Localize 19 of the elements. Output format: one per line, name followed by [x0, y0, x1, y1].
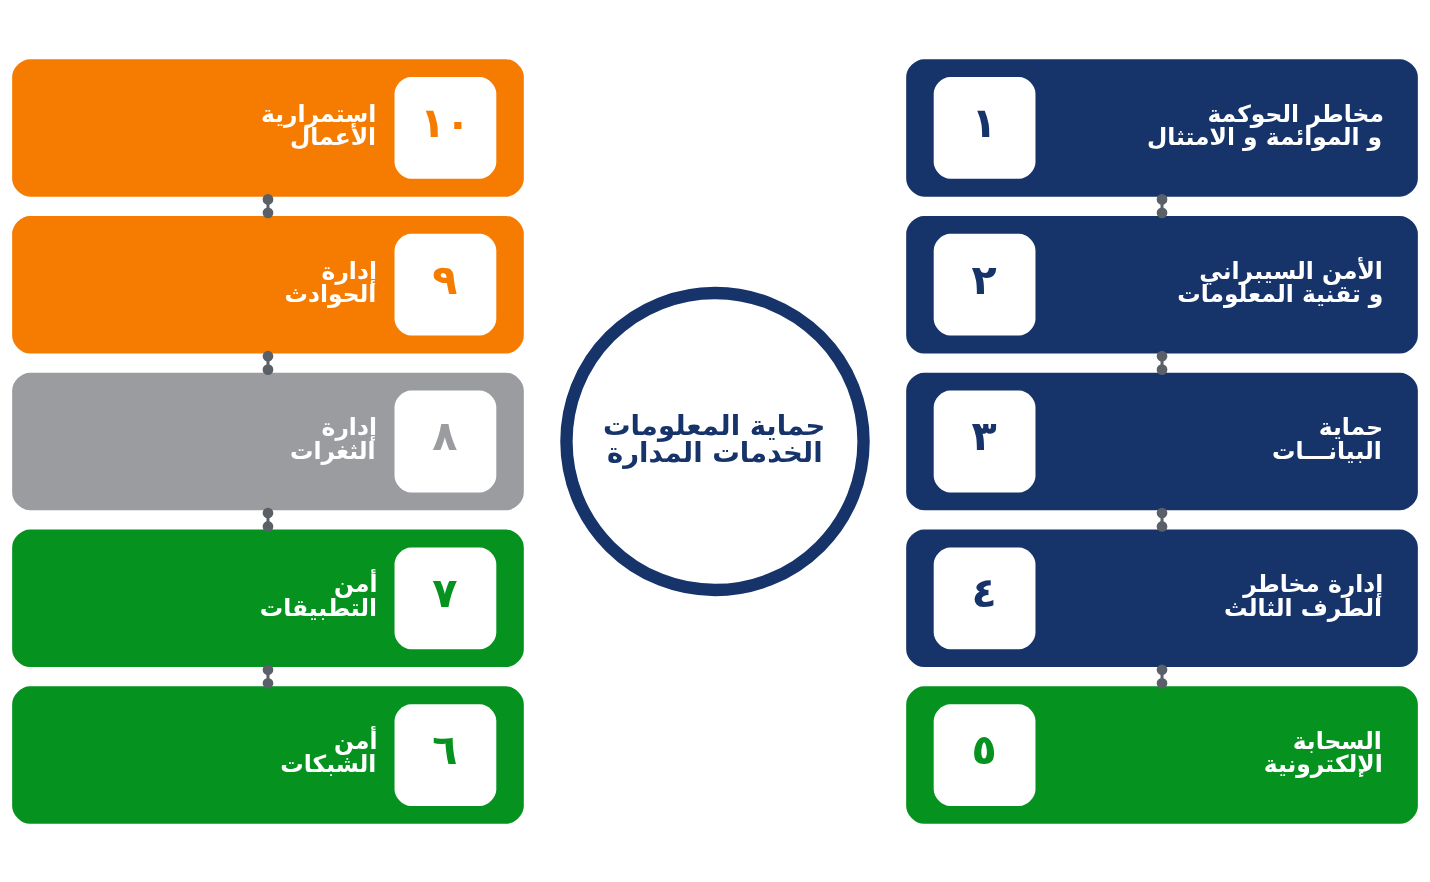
node-box: إدارة الحوادث ٩ [12, 215, 524, 353]
node-box: استمرارية الأعمال ١٠ [12, 58, 524, 197]
connector [1156, 193, 1168, 218]
node-box: ١ مخاطر الحوكمة و الموائمة و الامتثال [906, 58, 1418, 197]
node-box: ٣ حماية البيانـــات [906, 372, 1418, 510]
connector [1156, 507, 1168, 532]
connector [1156, 350, 1168, 375]
node-box: ٤ إدارة مخاطر الطرف الثالث [906, 529, 1418, 667]
node-box: إدارة الثغرات ٨ [12, 372, 524, 510]
node-box: أمن التطبيقات ٧ [12, 529, 524, 667]
node-circle: حماية المعلومات الخدمات المدارة [560, 286, 870, 596]
connector [1156, 663, 1168, 689]
connector [262, 193, 274, 218]
connector [262, 663, 274, 689]
node-box: أمن الشبكات ٦ [12, 685, 524, 824]
connector [262, 350, 274, 375]
node-box: ٥ السحابة الإلكترونية [906, 685, 1418, 824]
node-box: ٢ الأمن السيبراني و تقنية المعلومات [906, 215, 1418, 353]
connector [262, 507, 274, 532]
